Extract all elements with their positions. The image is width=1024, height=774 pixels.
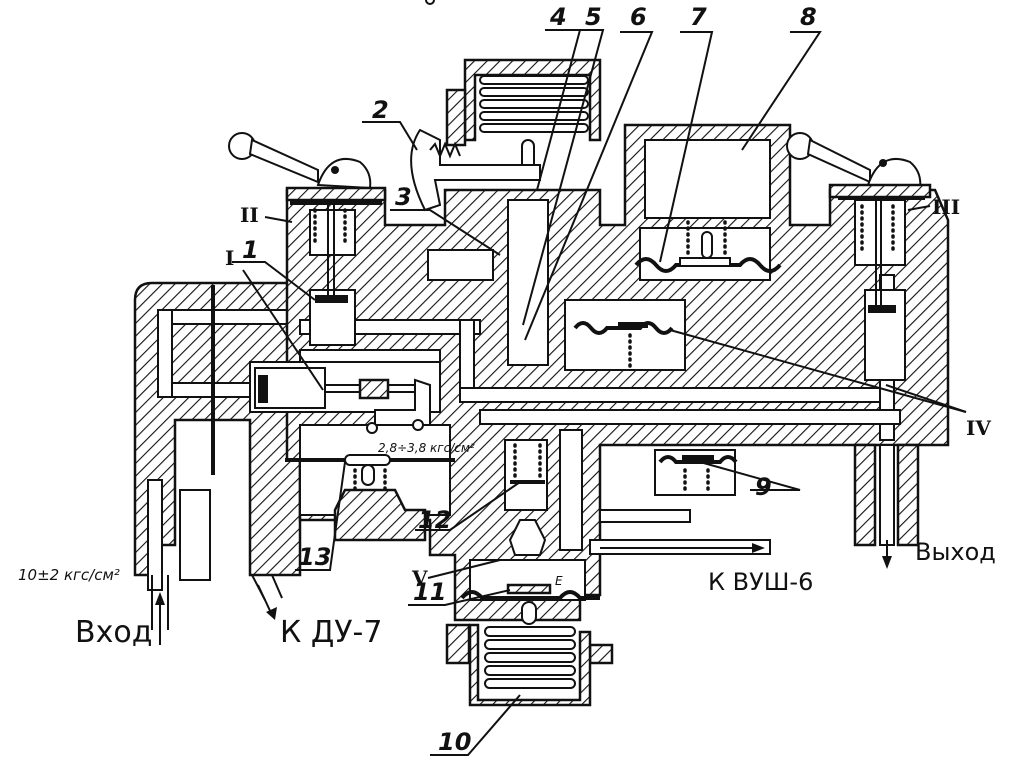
inlet-arrow-icon (155, 592, 165, 605)
label-1: 1 (242, 236, 259, 264)
bellows-4 (445, 58, 602, 181)
label-10: 10 (438, 728, 471, 756)
label-13: 13 (298, 543, 331, 571)
label-e: E (555, 574, 563, 588)
label-6: 6 (630, 3, 647, 31)
port-vush6-label: К ВУШ-6 (708, 568, 813, 596)
label-3: 3 (395, 183, 412, 211)
inlet-housing (133, 281, 329, 591)
outlet-arrow-icon (882, 556, 892, 569)
valve-12 (508, 443, 547, 556)
labels: 4 5 6 7 8 2 3 1 9 10 11 12 13 I II III I… (18, 3, 996, 756)
handle-right (786, 132, 932, 313)
leader-lines (232, 29, 967, 756)
label-12: 12 (418, 506, 451, 534)
label-5: 5 (585, 3, 602, 31)
main-body (249, 123, 950, 622)
flow-lines (151, 540, 892, 645)
label-cavity-v: V (411, 566, 428, 590)
valve-9 (658, 455, 738, 494)
diaphragm-7 (634, 220, 782, 273)
vush6-arrow-icon (752, 543, 765, 553)
label-cavity-iv: IV (966, 416, 991, 440)
label-11: 11 (413, 578, 446, 606)
setting-range-label: 2,8÷3,8 кгс/см² (378, 441, 475, 455)
inlet-label: Вход (75, 615, 152, 650)
handle-left (228, 132, 387, 303)
outlet-label: Выход (915, 538, 996, 566)
label-cavity-ii: II (240, 203, 259, 227)
diaphragm-iv (573, 321, 674, 370)
diaphragm-13 (285, 454, 455, 542)
label-cavity-i: I (225, 246, 234, 270)
label-cavity-iii: III (932, 195, 960, 219)
label-7: 7 (690, 3, 707, 31)
label-8: 8 (800, 3, 817, 31)
port-du7-label: К ДУ-7 (280, 615, 382, 650)
du7-arrow-icon (266, 607, 277, 620)
label-2: 2 (372, 96, 389, 124)
label-4: 4 (549, 3, 567, 31)
bellows-10 (445, 583, 614, 707)
label-9: 9 (755, 473, 772, 501)
inlet-pressure-label: 10±2 кгс/см² (18, 566, 120, 584)
